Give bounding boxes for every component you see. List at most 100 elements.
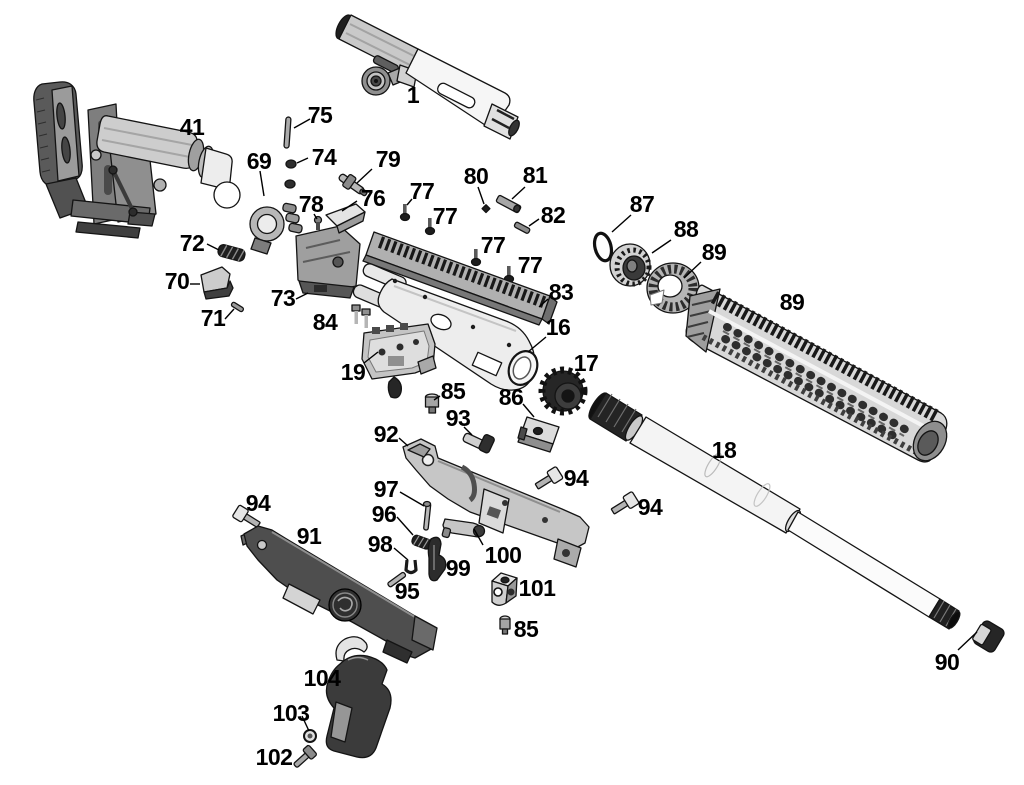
part-label-96: 96 (372, 501, 397, 527)
part-18-barrel (588, 392, 961, 630)
leader-line-75 (293, 118, 311, 129)
part-label-92: 92 (374, 421, 399, 447)
part-label-1: 1 (407, 82, 420, 108)
part-label-41: 41 (180, 114, 205, 140)
leader-line-82 (528, 218, 540, 227)
part-69-ring-clamp (249, 202, 303, 255)
part-label-95: 95 (395, 578, 420, 604)
part-label-79: 79 (376, 146, 401, 172)
part-label-99: 99 (446, 555, 471, 581)
part-label-77: 77 (518, 252, 543, 278)
part-97-pin (422, 500, 432, 531)
part-82-pin (513, 221, 531, 234)
leader-line-98 (393, 547, 409, 561)
leader-line-87 (611, 214, 632, 233)
part-label-101: 101 (519, 575, 557, 601)
part-label-94: 94 (638, 494, 663, 520)
leader-line-93 (463, 426, 473, 436)
part-19-trigger-group (361, 323, 437, 399)
part-41-buttstock (33, 81, 241, 239)
part-label-88: 88 (674, 216, 699, 242)
leader-line-16 (527, 336, 547, 353)
part-85-plug-lower (499, 615, 511, 635)
part-71-pin (230, 301, 245, 313)
leader-line-90 (957, 631, 978, 651)
part-99-safety-lever (427, 536, 447, 582)
part-84-screws (351, 304, 371, 328)
part-73-cam-block (295, 225, 361, 299)
part-77-screws (399, 204, 515, 284)
part-label-85: 85 (514, 616, 539, 642)
part-label-77: 77 (481, 232, 506, 258)
part-label-80: 80 (464, 163, 489, 189)
part-label-84: 84 (313, 309, 338, 335)
part-103-washer (303, 729, 317, 743)
part-label-75: 75 (308, 102, 333, 128)
part-74-washers (284, 159, 297, 189)
leader-line-100 (473, 528, 484, 546)
part-94-screw-1 (534, 466, 564, 490)
part-label-100: 100 (485, 542, 522, 568)
part-label-72: 72 (180, 230, 205, 256)
part-label-83: 83 (549, 279, 574, 305)
part-label-77: 77 (410, 178, 435, 204)
part-label-77: 77 (433, 203, 458, 229)
part-label-94: 94 (246, 490, 271, 516)
part-label-82: 82 (541, 202, 566, 228)
leader-line-83 (538, 298, 549, 308)
part-label-103: 103 (273, 700, 310, 726)
part-label-19: 19 (341, 359, 366, 385)
part-79-firing-pin (338, 173, 368, 197)
part-94-screw-3 (232, 504, 261, 528)
part-17-barrel-nut-wheel (538, 366, 588, 416)
part-93-takedown-lever (462, 432, 495, 454)
leader-line-77 (406, 198, 413, 206)
part-label-70: 70 (165, 268, 190, 294)
leader-line-76 (341, 200, 358, 212)
part-label-78: 78 (299, 191, 324, 217)
part-label-85: 85 (441, 378, 466, 404)
part-83-scope-rail (362, 231, 558, 326)
part-label-102: 102 (256, 744, 293, 770)
part-94-screw-2 (610, 491, 640, 515)
leader-line-19 (363, 351, 379, 364)
part-label-18: 18 (712, 437, 737, 463)
part-label-93: 93 (446, 405, 471, 431)
part-label-74: 74 (312, 144, 337, 170)
part-label-81: 81 (523, 162, 548, 188)
part-70-latch (200, 266, 234, 300)
leader-line-79 (356, 168, 373, 184)
leader-line-71 (224, 308, 235, 320)
part-label-73: 73 (271, 285, 296, 311)
leader-line-72 (206, 243, 220, 251)
part-78-screw (313, 215, 323, 230)
part-85-plug-upper (424, 393, 440, 414)
part-80-detent (481, 204, 491, 214)
part-81-roll-pin (495, 194, 522, 214)
part-98-clip (404, 559, 418, 575)
leader-line-97 (399, 491, 425, 507)
part-label-97: 97 (374, 476, 399, 502)
part-label-69: 69 (247, 148, 272, 174)
part-label-16: 16 (546, 314, 571, 340)
part-label-71: 71 (201, 305, 226, 331)
part-label-90: 90 (935, 649, 960, 675)
part-16-upper-receiver (352, 263, 539, 391)
part-96-spring (411, 534, 432, 550)
leader-line-78 (313, 213, 318, 220)
leader-line-88 (651, 239, 672, 254)
leader-line-89 (683, 261, 702, 279)
leader-line-92 (398, 437, 409, 447)
leader-line-96 (396, 516, 414, 536)
part-label-91: 91 (297, 523, 322, 549)
leader-line-74 (296, 157, 309, 164)
part-label-89: 89 (702, 239, 727, 265)
part-label-86: 86 (499, 384, 524, 410)
part-label-87: 87 (630, 191, 655, 217)
leader-line-81 (511, 186, 526, 200)
part-92-receiver-half-right (402, 438, 590, 568)
part-87-o-ring (592, 231, 614, 263)
